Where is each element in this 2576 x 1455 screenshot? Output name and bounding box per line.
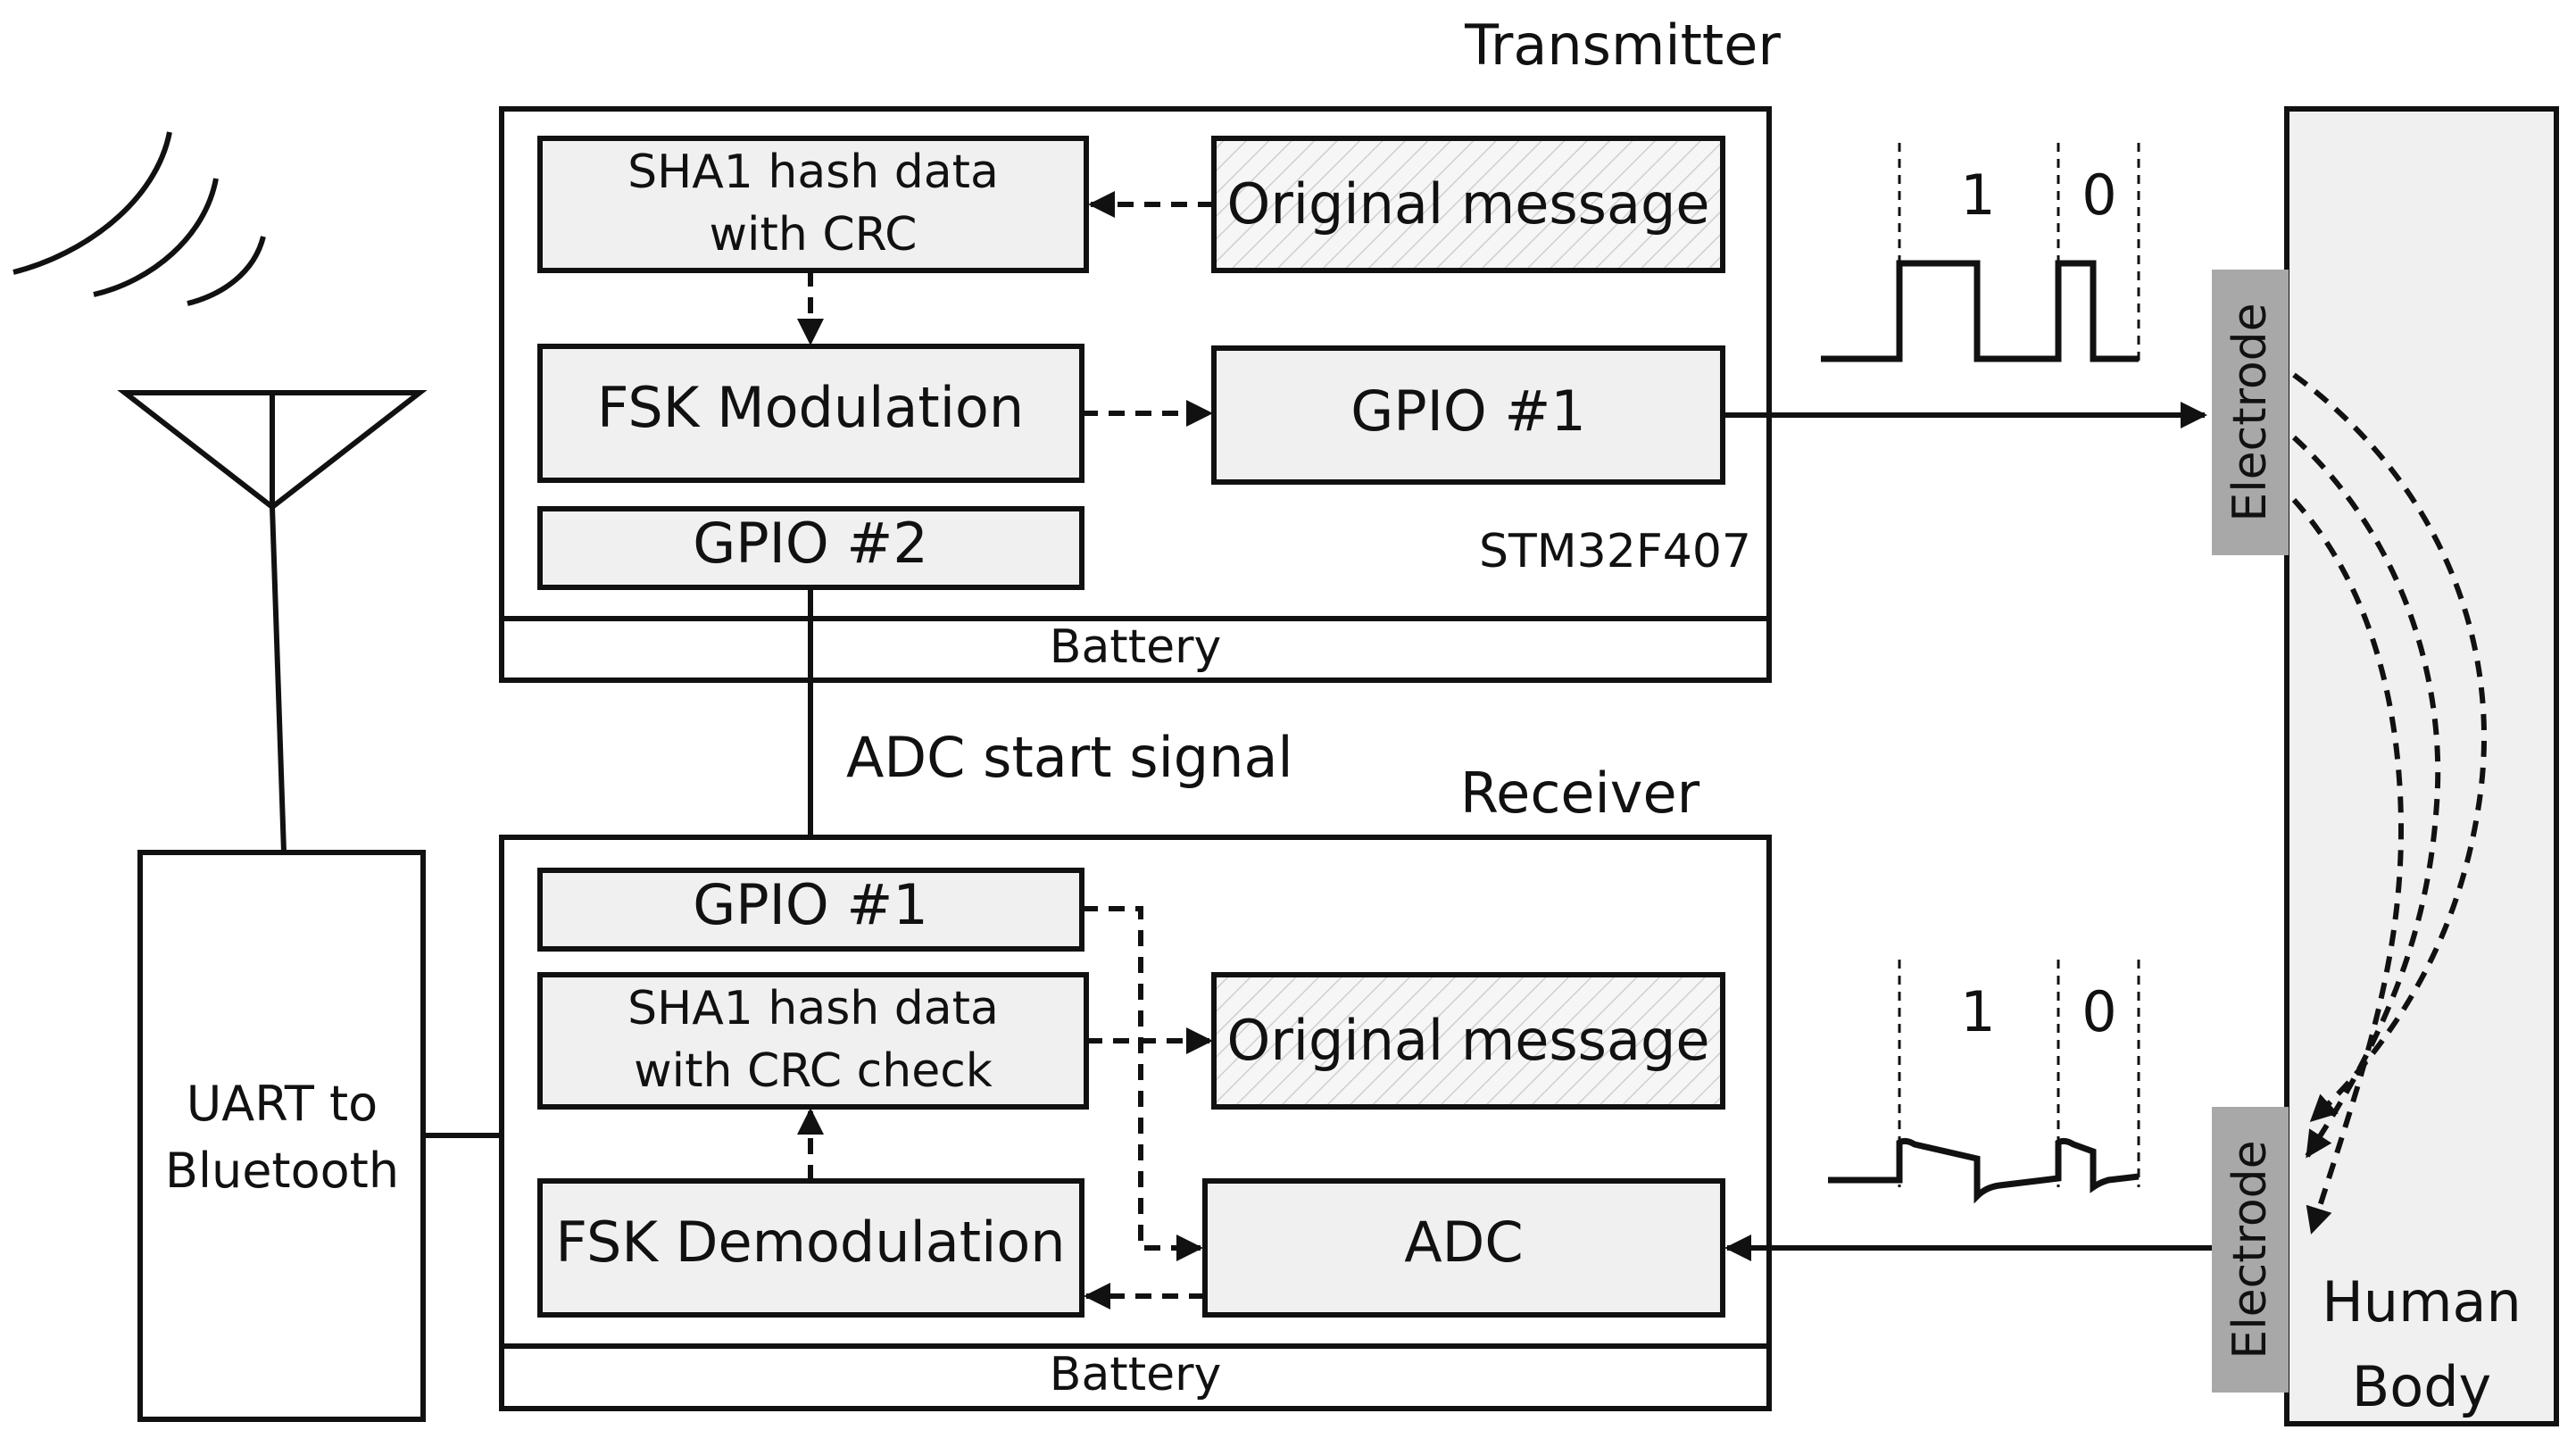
electrode-top	[2212, 270, 2289, 555]
rx-sha1-block	[537, 972, 1089, 1110]
tx-original-message-label: Original message	[1227, 171, 1710, 237]
rx-gpio1-to-adc-arrow	[1082, 906, 1203, 1261]
electrode-bottom	[2212, 1107, 2289, 1393]
body-current-path-1	[2292, 372, 2487, 1123]
rx-adc-label: ADC	[1404, 1210, 1523, 1275]
uart-bluetooth-label-line2: Bluetooth	[165, 1143, 399, 1199]
tx-sha1-label-line2: with CRC	[709, 208, 917, 262]
receiver-title: Receiver	[1460, 761, 1700, 826]
tx-gpio2-block	[537, 506, 1084, 590]
body-current-path-3	[2291, 497, 2405, 1235]
tx-fsk-modulation-block	[537, 344, 1084, 483]
rx-fsk-demodulation-label: FSK Demodulation	[555, 1210, 1065, 1275]
transmitter-battery-label: Battery	[1050, 620, 1221, 674]
electrode-bottom-label: Electrode	[2223, 1140, 2277, 1359]
rx-original-message-label: Original message	[1227, 1008, 1710, 1073]
human-body-block	[2284, 106, 2559, 1426]
tx-gpio2-label: GPIO #2	[693, 511, 928, 576]
tx-gpio1-label: GPIO #1	[1350, 378, 1586, 444]
tx-waveform	[1821, 143, 2140, 362]
wireless-waves-icon	[12, 131, 266, 306]
rx-sha1-label-line2: with CRC check	[634, 1044, 993, 1098]
receiver-battery-label: Battery	[1050, 1348, 1221, 1401]
rx-adc-block	[1202, 1178, 1725, 1318]
body-current-path-2	[2291, 435, 2441, 1159]
transmitter-mcu-label: STM32F407	[1479, 525, 1751, 578]
tx-sha1-label-line1: SHA1 hash data	[627, 146, 999, 199]
transmitter-title: Transmitter	[1464, 12, 1781, 78]
electrode-top-label: Electrode	[2223, 303, 2277, 521]
rx-sha1-label-line1: SHA1 hash data	[627, 982, 999, 1035]
human-body-label-line1: Human	[2322, 1269, 2522, 1334]
uart-bluetooth-block	[137, 850, 426, 1422]
tx-waveform-bit1: 1	[1960, 162, 1995, 228]
human-body-label-line2: Body	[2352, 1354, 2492, 1419]
rx-original-message-block	[1211, 972, 1725, 1110]
rx-gpio1-label: GPIO #1	[693, 872, 928, 937]
rx-waveform	[1828, 960, 2140, 1204]
tx-fsk-modulation-label: FSK Modulation	[597, 375, 1024, 440]
antenna-icon	[117, 390, 428, 853]
rx-waveform-bit1: 1	[1960, 979, 1995, 1044]
tx-original-message-block	[1211, 136, 1725, 273]
tx-waveform-bit0: 0	[2082, 162, 2116, 228]
adc-start-signal-label: ADC start signal	[846, 725, 1293, 790]
rx-waveform-bit0: 0	[2082, 979, 2116, 1044]
uart-bluetooth-label-line1: UART to	[187, 1076, 378, 1132]
